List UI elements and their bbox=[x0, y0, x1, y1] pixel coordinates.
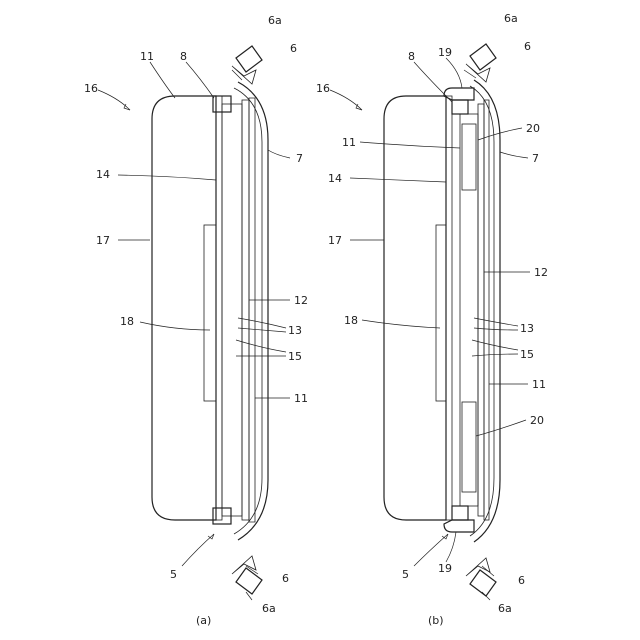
label-15-b: 15 bbox=[520, 348, 534, 361]
film-7-a bbox=[238, 82, 268, 540]
label-12-b: 12 bbox=[534, 266, 548, 279]
label-18-a: 18 bbox=[120, 315, 134, 328]
label-13-a: 13 bbox=[288, 324, 302, 337]
label-19-bot-b: 19 bbox=[438, 562, 452, 575]
label-20-top-b: 20 bbox=[526, 122, 540, 135]
block-8-bot-b bbox=[452, 506, 468, 520]
film-7-inner-b bbox=[470, 86, 494, 536]
clamp-6-top-b bbox=[470, 44, 496, 70]
label-13-b: 13 bbox=[520, 322, 534, 335]
labels-b: 16 8 19 6a 6 11 20 7 14 17 12 18 13 15 1… bbox=[316, 12, 548, 627]
label-11-top-b: 11 bbox=[342, 136, 356, 149]
label-11-bot-a: 11 bbox=[294, 392, 308, 405]
label-19-top-b: 19 bbox=[438, 46, 452, 59]
pad-body-17-b bbox=[384, 96, 446, 520]
film-11-a bbox=[249, 98, 255, 522]
label-6-top-b: 6 bbox=[524, 40, 531, 53]
clamp-6-bot-a bbox=[236, 568, 262, 594]
layer-18-a bbox=[204, 225, 216, 401]
pocket-20-bot-b bbox=[462, 402, 476, 492]
label-5-b: 5 bbox=[402, 568, 409, 581]
label-6a-top-a: 6a bbox=[268, 14, 282, 27]
label-14-b: 14 bbox=[328, 172, 342, 185]
label-12-a: 12 bbox=[294, 294, 308, 307]
label-14-a: 14 bbox=[96, 168, 110, 181]
label-18-b: 18 bbox=[344, 314, 358, 327]
layer-12-a bbox=[242, 100, 249, 520]
panel-b: 16 8 19 6a 6 11 20 7 14 17 12 18 13 15 1… bbox=[316, 12, 548, 627]
label-20-bot-b: 20 bbox=[530, 414, 544, 427]
clamp-6-top-a bbox=[236, 46, 262, 72]
caption-b: (b) bbox=[428, 614, 444, 627]
wrap-19-bot-b bbox=[444, 520, 474, 532]
layer-13-15-b bbox=[460, 114, 478, 506]
label-7-b: 7 bbox=[532, 152, 539, 165]
label-6a-bot-a: 6a bbox=[262, 602, 276, 615]
pocket-20-top-b bbox=[462, 124, 476, 190]
label-7-a: 7 bbox=[296, 152, 303, 165]
layer-13-15-a bbox=[222, 104, 242, 516]
label-6a-bot-b: 6a bbox=[498, 602, 512, 615]
label-16-a: 16 bbox=[84, 82, 98, 95]
label-6-bot-b: 6 bbox=[518, 574, 525, 587]
label-16-b: 16 bbox=[316, 82, 330, 95]
pad-body-17-a bbox=[152, 96, 216, 520]
label-15-a: 15 bbox=[288, 350, 302, 363]
labels-a: 16 11 8 6a 6 7 14 17 12 18 13 15 11 5 6 … bbox=[84, 14, 308, 627]
label-5-a: 5 bbox=[170, 568, 177, 581]
layer-12-b bbox=[478, 104, 484, 516]
label-11-bot-b: 11 bbox=[532, 378, 546, 391]
label-6-bot-a: 6 bbox=[282, 572, 289, 585]
clamp-6-bot-b bbox=[470, 570, 496, 596]
panel-a: 16 11 8 6a 6 7 14 17 12 18 13 15 11 5 6 … bbox=[84, 14, 308, 627]
layer-14-a bbox=[216, 96, 222, 520]
label-6-top-a: 6 bbox=[290, 42, 297, 55]
label-6a-top-b: 6a bbox=[504, 12, 518, 25]
film-11-b bbox=[484, 100, 489, 520]
caption-a: (a) bbox=[196, 614, 211, 627]
leaders-a bbox=[98, 62, 290, 600]
block-8-top-b bbox=[452, 100, 468, 114]
label-11-top-a: 11 bbox=[140, 50, 154, 63]
label-8-b: 8 bbox=[408, 50, 415, 63]
label-8-a: 8 bbox=[180, 50, 187, 63]
layer-18-b bbox=[436, 225, 446, 401]
label-17-b: 17 bbox=[328, 234, 342, 247]
label-17-a: 17 bbox=[96, 234, 110, 247]
layer-14-b bbox=[446, 96, 452, 520]
film-7-inner-a bbox=[234, 88, 262, 534]
